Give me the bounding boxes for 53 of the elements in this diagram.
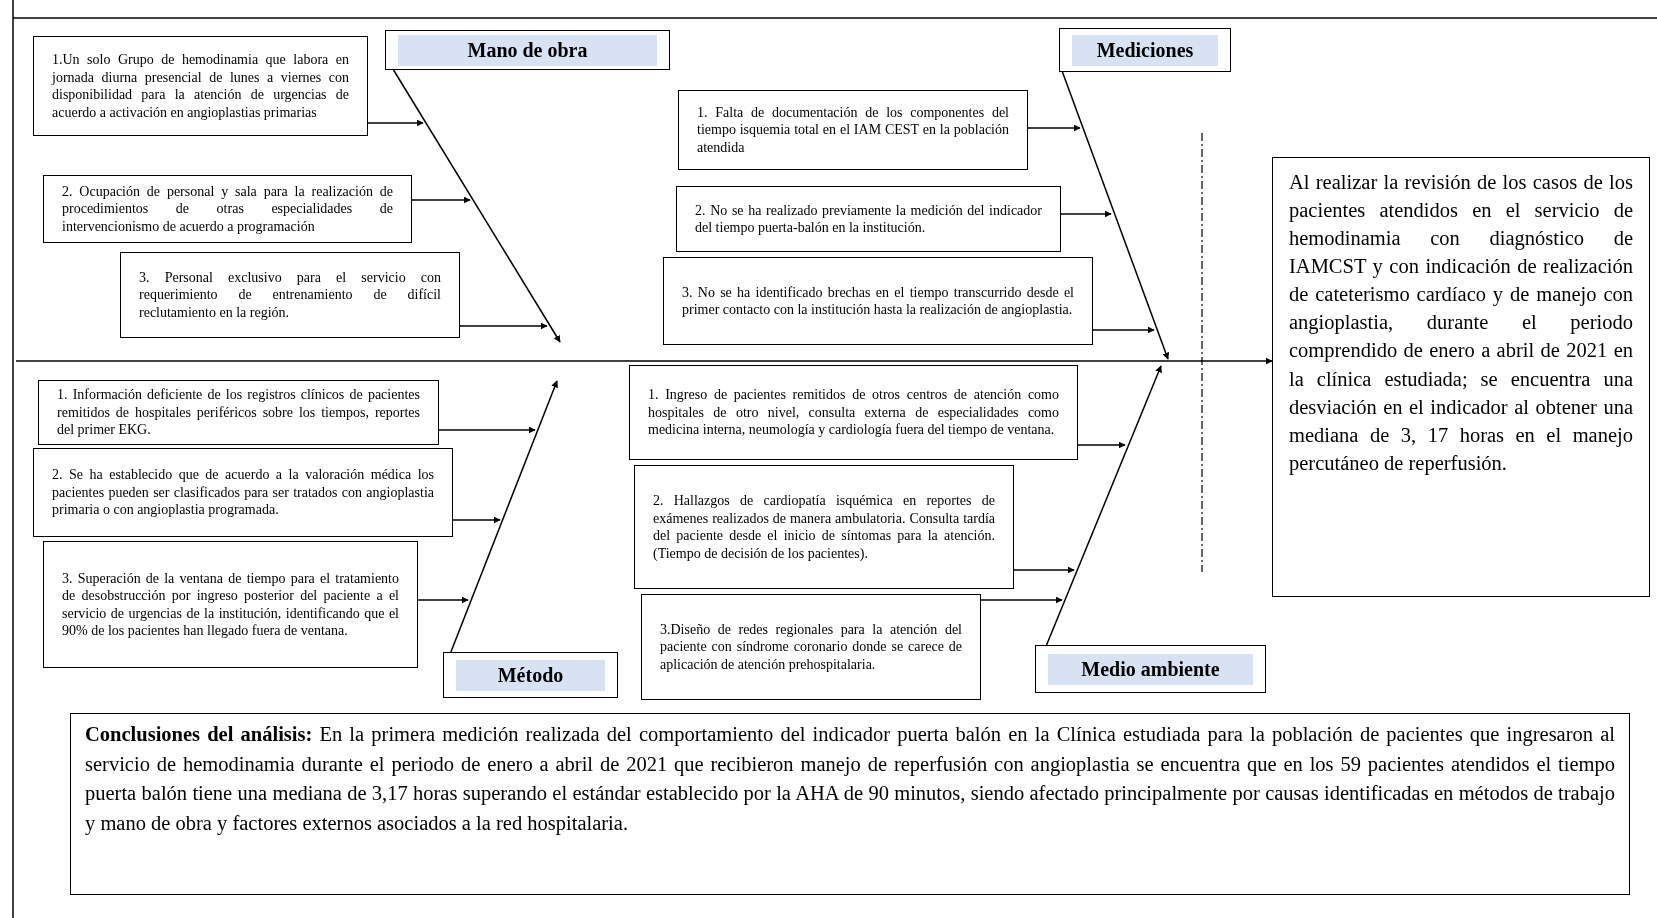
arrow	[450, 380, 558, 653]
box-text: 3. Superación de la ventana de tiempo para el tratamiento de desobstrucción por ingreso posterior del paciente a el servicio de urgencias de la institución, identificando que el 90% de los pacientes han llegado fuera de ventana.	[62, 569, 399, 640]
arrow	[417, 596, 469, 604]
category-box	[1035, 645, 1266, 693]
cause-box	[676, 186, 1061, 252]
box-text: 2. Ocupación de personal y sala para la realización de procedimientos de otras especialidades de intervencionismo de acuerdo a programación	[62, 182, 393, 236]
cause-box	[38, 380, 439, 445]
cause-box	[629, 365, 1078, 460]
box-text: 2. Hallazgos de cardiopatía isquémica en reportes de exámenes realizados de manera ambulatoria. Consulta tardía del paciente desde el inicio de síntomas para la atención. (Tiempo de decisión de los pacientes).	[653, 492, 995, 562]
box-text: 2. No se ha realizado previamente la medición del indicador del tiempo puerta-balón en la institución.	[695, 201, 1042, 237]
arrow	[1045, 365, 1162, 646]
cause-box	[634, 465, 1014, 589]
arrow	[1060, 210, 1112, 218]
box-text: 1. Información deficiente de los registros clínicos de pacientes remitidos de hospitales periféricos sobre los tiempos, reportes del primer EKG.	[57, 386, 420, 439]
arrow	[1027, 124, 1081, 132]
arrow	[392, 69, 561, 343]
box-text: 3.Diseño de redes regionales para la atención del paciente con síndrome coronario donde se carece de aplicación de atención prehospitalaria.	[660, 620, 962, 674]
box-text: 2. Se ha establecido que de acuerdo a la valoración médica los pacientes pueden ser clasificados para ser tratados con angioplastia primaria o con angioplastia programada.	[52, 466, 434, 519]
arrow	[1013, 566, 1075, 574]
cause-box	[43, 175, 412, 243]
arrow	[367, 119, 424, 127]
effect-box	[1272, 157, 1650, 597]
box-text: 1. Ingreso de pacientes remitidos de otros centros de atención como hospitales de otro nivel, consulta externa de especialidades como medicina interna, neumología y cardiología fuera del tiempo de ventana.	[648, 386, 1059, 439]
arrow	[980, 596, 1063, 604]
arrow	[1092, 326, 1155, 334]
box-text: 1. Falta de documentación de los componentes del tiempo isquemia total en el IAM CEST en la población atendida	[697, 103, 1009, 157]
category-label: Método	[456, 659, 605, 691]
cause-box	[120, 252, 460, 338]
arrow	[1077, 441, 1126, 449]
category-box	[385, 30, 670, 70]
cause-box	[43, 541, 418, 668]
cause-box	[33, 36, 368, 136]
category-box	[443, 652, 618, 698]
box-text: 3. Personal exclusivo para el servicio con requerimiento de entrenamiento de difícil reclutamiento en la región.	[139, 268, 441, 322]
box-text: Al realizar la revisión de los casos de los pacientes atendidos en el servicio de hemodinamia con diagnóstico de IAMCST y con indicación de realización de cateterismo cardíaco y de manejo con angioplastia, durante el periodo comprendido de enero a abril de 2021 en la clínica estudiada; se encuentra una desviación en el indicador al obtener una mediana de 3, 17 horas en el manejo percutáneo de reperfusión.	[1289, 170, 1633, 477]
category-label: Mediciones	[1072, 34, 1218, 66]
arrow	[459, 322, 548, 330]
box-text: Conclusiones del análisis: En la primera medición realizada del comportamiento del indicador puerta balón en la Clínica estudiada para la población de pacientes que ingresaron al servicio de hemodinamia durante el periodo de enero a abril de 2021 que recibieron manejo de reperfusión con angioplastia se encuentra que en los 59 pacientes atendidos el tiempo puerta balón tiene una mediana de 3,17 horas superando el estándar establecido por la AHA de 90 minutos, siendo afectado principalmente por causas identificadas en métodos de trabajo y mano de obra y factores externos asociados a la red hospitalaria.	[85, 722, 1615, 837]
category-label: Mano de obra	[398, 34, 657, 66]
conclusion-box	[70, 713, 1630, 895]
cause-box	[663, 257, 1093, 345]
arrow	[438, 426, 536, 434]
cause-box	[641, 594, 981, 700]
arrow	[411, 196, 471, 204]
arrow	[452, 516, 501, 524]
box-text: 3. No se ha identificado brechas en el tiempo transcurrido desde el primer contacto con la institución hasta la realización de angioplastia.	[682, 283, 1074, 319]
arrow	[1061, 71, 1170, 360]
cause-box	[33, 448, 453, 537]
category-box	[1059, 28, 1231, 72]
box-text: 1.Un solo Grupo de hemodinamia que labora en jornada diurna presencial de lunes a viernes con disponibilidad para la atención de urgencias de acuerdo a activación en angioplastias primarias	[52, 51, 349, 121]
category-label: Medio ambiente	[1048, 653, 1253, 685]
arrow	[15, 357, 1273, 365]
cause-box	[678, 90, 1028, 170]
